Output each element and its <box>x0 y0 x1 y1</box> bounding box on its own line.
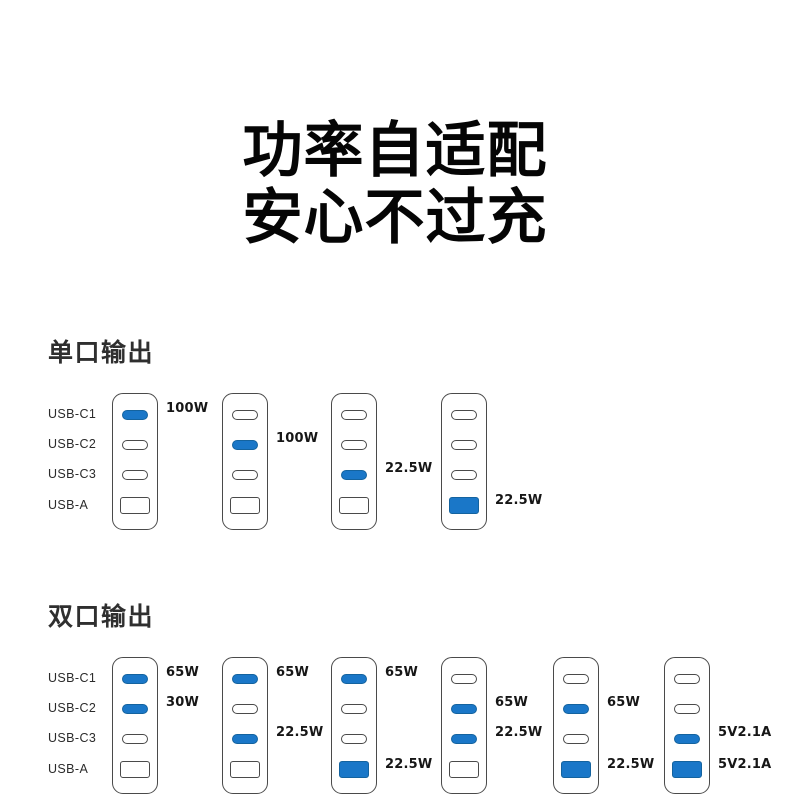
wattage-callout: 22.5W <box>495 493 543 508</box>
section-title-single-port: 单口输出 <box>48 338 155 367</box>
port-usb-c1-inactive <box>232 410 258 420</box>
wattage-callout: 30W <box>166 695 200 710</box>
port-usb-a-active <box>561 761 591 778</box>
port-usb-c2-active <box>122 704 148 714</box>
section-dual-port-output: 双口输出 USB-C1 USB-C2 USB-C3 USB-A 65W 30W 65… <box>0 604 790 801</box>
port-usb-c2-inactive <box>451 440 477 450</box>
port-usb-c3-inactive <box>122 734 148 744</box>
charger-device <box>112 393 158 530</box>
port-usb-c3-active <box>674 734 700 744</box>
hero-title: 功率自适配 安心不过充 <box>0 116 790 254</box>
device-row-dual-port: USB-C1 USB-C2 USB-C3 USB-A 65W 30W 65W 22.5… <box>0 651 790 801</box>
wattage-callout: 22.5W <box>607 757 655 772</box>
port-usb-c1-inactive <box>563 674 589 684</box>
port-usb-c2-active <box>563 704 589 714</box>
port-usb-c3-active <box>451 734 477 744</box>
port-usb-c2-inactive <box>341 704 367 714</box>
port-usb-a-inactive <box>230 497 260 514</box>
charger-device <box>222 393 268 530</box>
port-usb-a-active <box>672 761 702 778</box>
port-label-usb-c3: USB-C3 <box>48 731 97 745</box>
hero-title-line-2: 安心不过充 <box>242 183 548 254</box>
port-usb-c2-active <box>232 440 258 450</box>
wattage-callout: 65W <box>166 665 200 680</box>
port-usb-c2-inactive <box>122 440 148 450</box>
charger-device <box>441 393 487 530</box>
port-label-usb-c2: USB-C2 <box>48 437 97 451</box>
charger-device <box>664 657 710 794</box>
wattage-callout: 5V2.1A <box>718 757 772 772</box>
port-usb-c1-active <box>341 674 367 684</box>
port-label-usb-a: USB-A <box>48 762 89 776</box>
port-usb-c3-active <box>341 470 367 480</box>
port-usb-a-inactive <box>120 497 150 514</box>
port-usb-a-inactive <box>230 761 260 778</box>
port-label-column-dual: USB-C1 USB-C2 USB-C3 USB-A <box>48 651 110 801</box>
port-usb-c2-inactive <box>674 704 700 714</box>
port-label-usb-c3: USB-C3 <box>48 467 97 481</box>
wattage-callout: 100W <box>276 431 319 446</box>
hero-title-line-1: 功率自适配 <box>242 116 548 186</box>
port-label-usb-a: USB-A <box>48 498 89 512</box>
wattage-callout: 65W <box>607 695 641 710</box>
charger-device <box>331 657 377 794</box>
port-usb-c1-inactive <box>674 674 700 684</box>
port-label-usb-c1: USB-C1 <box>48 671 97 685</box>
charger-device <box>553 657 599 794</box>
port-usb-c1-inactive <box>451 410 477 420</box>
port-label-usb-c1: USB-C1 <box>48 407 97 421</box>
port-usb-a-active <box>449 497 479 514</box>
port-usb-c1-active <box>122 674 148 684</box>
section-title-dual-port: 双口输出 <box>48 602 155 631</box>
port-usb-c1-active <box>232 674 258 684</box>
port-usb-a-active <box>339 761 369 778</box>
port-usb-a-inactive <box>339 497 369 514</box>
port-usb-c3-inactive <box>451 470 477 480</box>
wattage-callout: 65W <box>385 665 419 680</box>
port-label-column-single: USB-C1 USB-C2 USB-C3 USB-A <box>48 387 110 537</box>
port-usb-c1-inactive <box>341 410 367 420</box>
device-row-single-port: USB-C1 USB-C2 USB-C3 USB-A 100W 100W 22.5W… <box>0 387 790 537</box>
charger-device <box>222 657 268 794</box>
wattage-callout: 22.5W <box>385 757 433 772</box>
port-usb-c1-active <box>122 410 148 420</box>
wattage-callout: 5V2.1A <box>718 725 772 740</box>
port-usb-c2-inactive <box>232 704 258 714</box>
port-usb-c3-inactive <box>563 734 589 744</box>
wattage-callout: 100W <box>166 401 209 416</box>
port-usb-c3-active <box>232 734 258 744</box>
wattage-callout: 22.5W <box>385 461 433 476</box>
charger-device <box>331 393 377 530</box>
port-label-usb-c2: USB-C2 <box>48 701 97 715</box>
port-usb-c3-inactive <box>232 470 258 480</box>
port-usb-c3-inactive <box>341 734 367 744</box>
wattage-callout: 65W <box>495 695 529 710</box>
port-usb-a-inactive <box>449 761 479 778</box>
port-usb-a-inactive <box>120 761 150 778</box>
wattage-callout: 22.5W <box>276 725 324 740</box>
wattage-callout: 22.5W <box>495 725 543 740</box>
port-usb-c2-inactive <box>341 440 367 450</box>
section-single-port-output: 单口输出 USB-C1 USB-C2 USB-C3 USB-A 100W 100W… <box>0 340 790 537</box>
port-usb-c2-active <box>451 704 477 714</box>
wattage-callout: 65W <box>276 665 310 680</box>
charger-device <box>112 657 158 794</box>
charger-device <box>441 657 487 794</box>
port-usb-c1-inactive <box>451 674 477 684</box>
port-usb-c3-inactive <box>122 470 148 480</box>
